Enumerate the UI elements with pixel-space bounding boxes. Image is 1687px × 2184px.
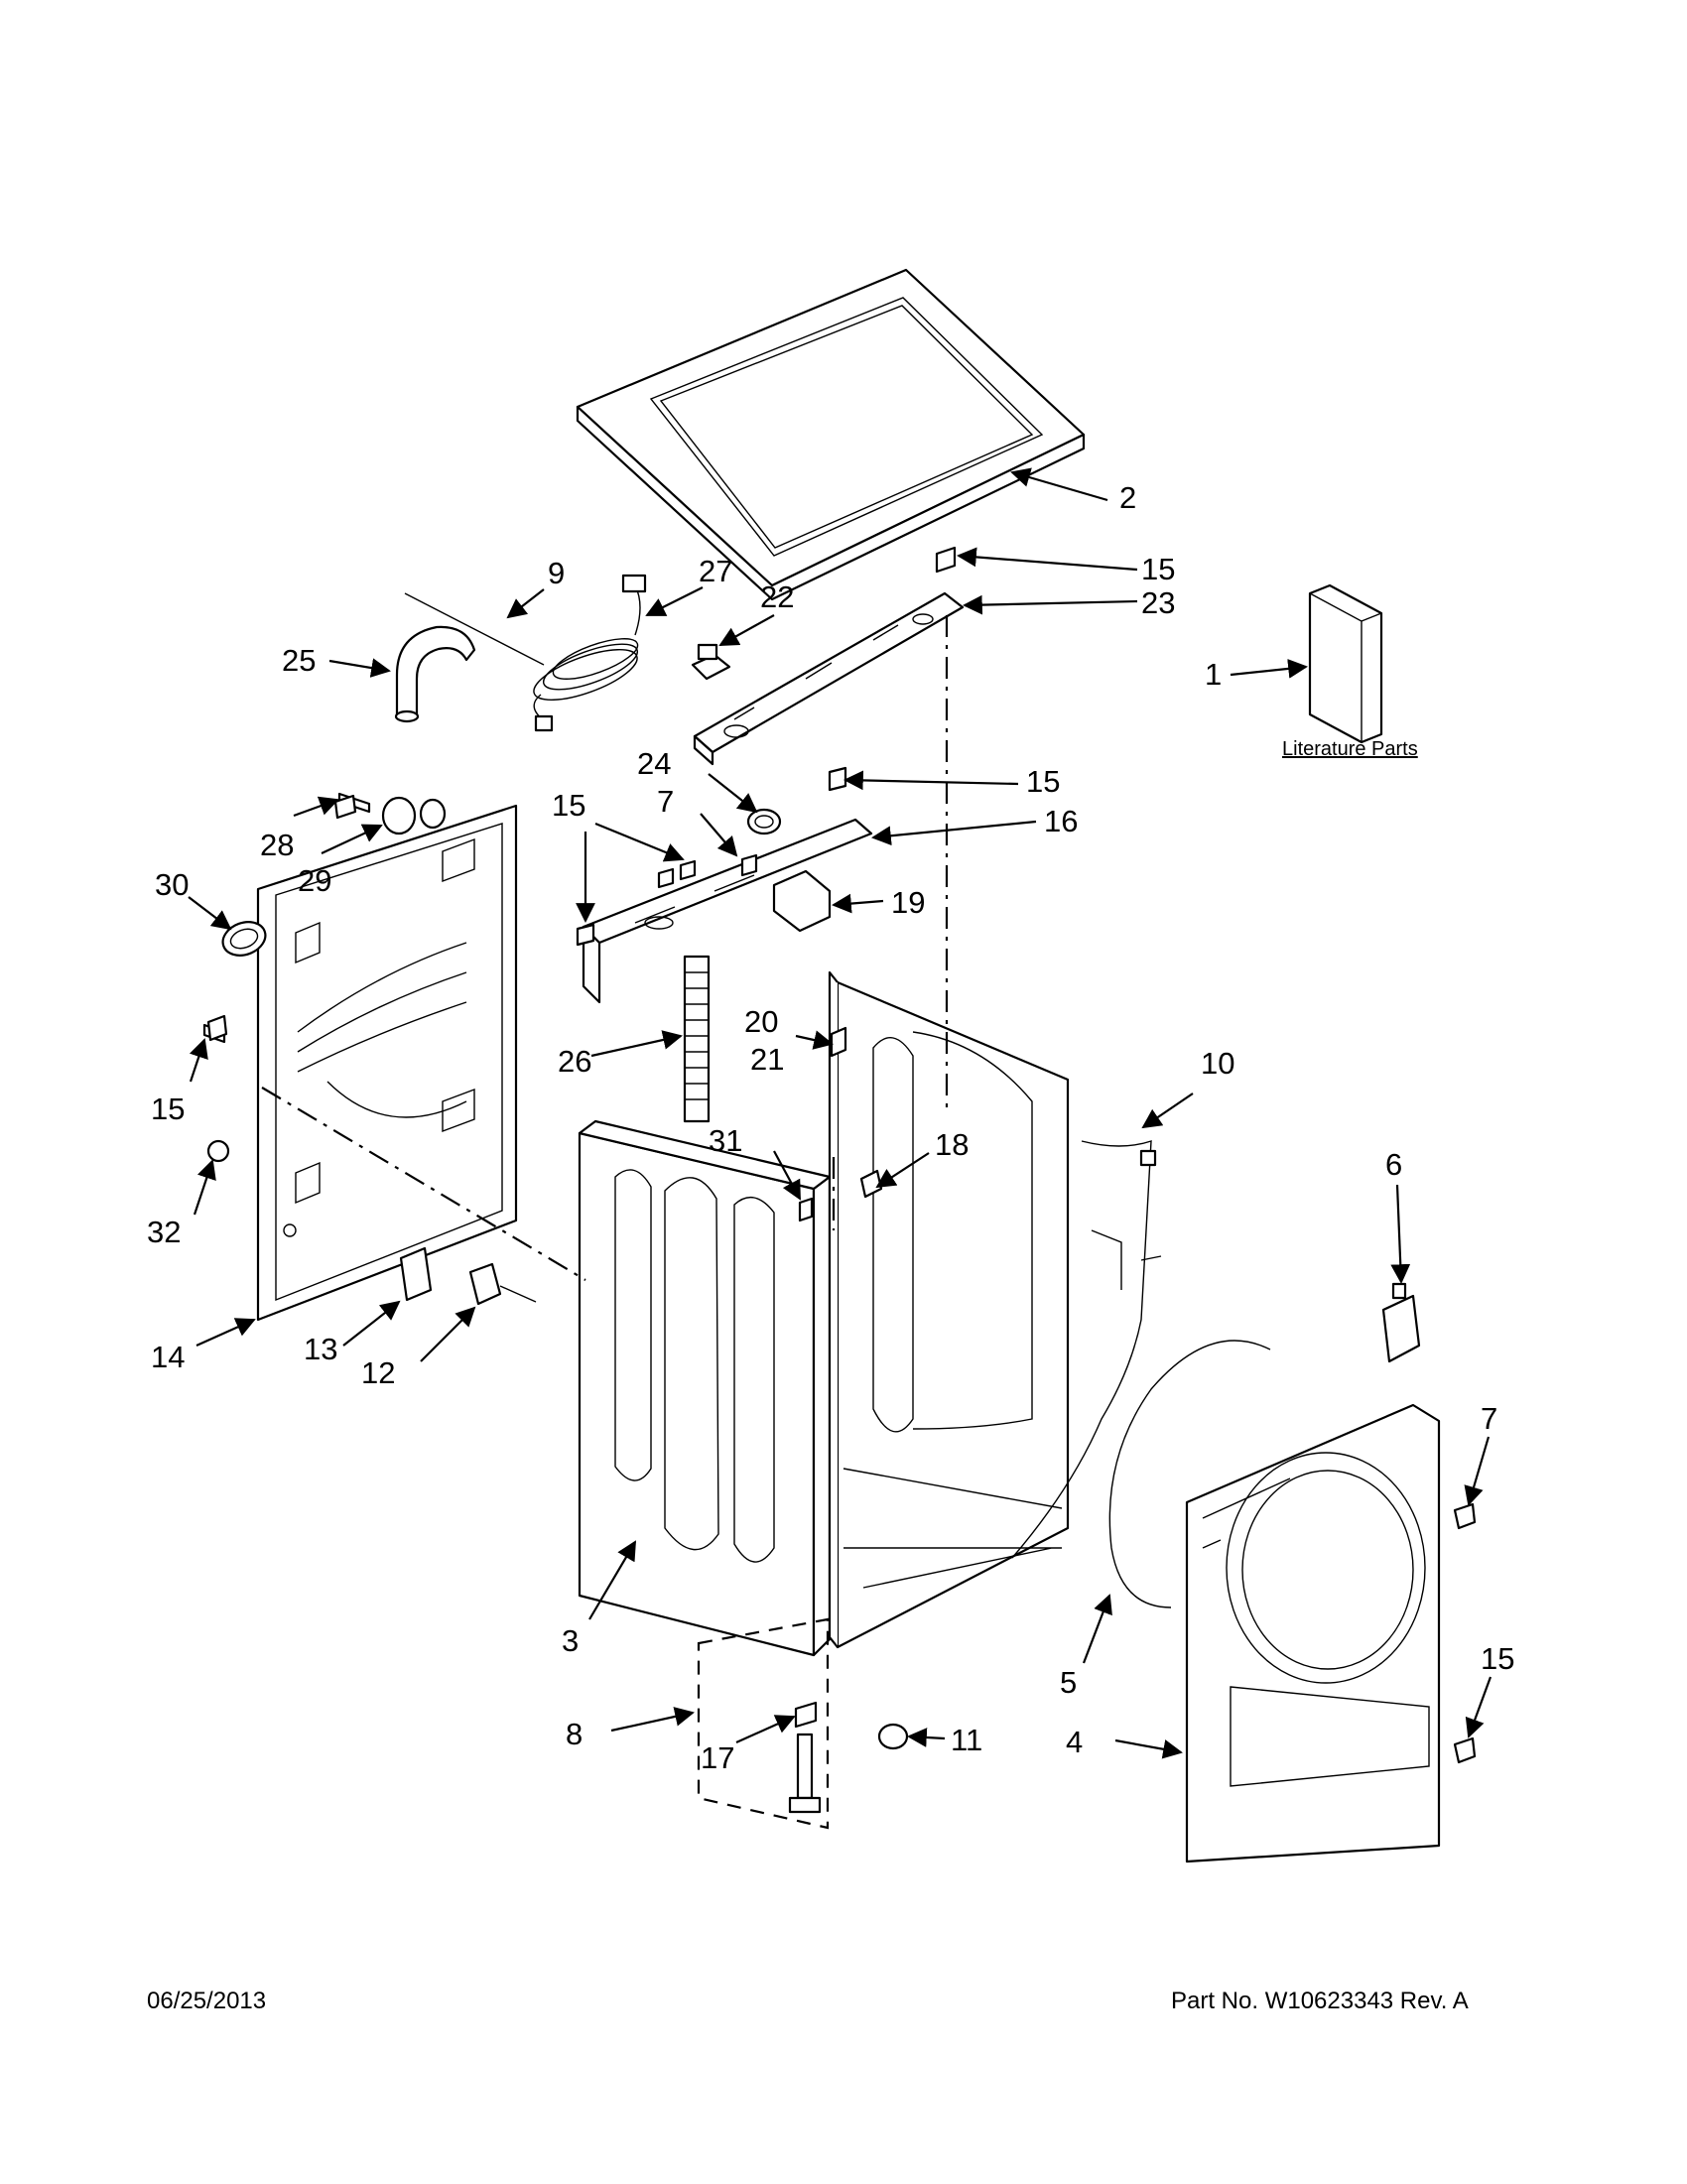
callout-20: 20 [744, 1004, 778, 1039]
callout-5: 5 [1060, 1665, 1077, 1700]
callout-32: 32 [147, 1215, 181, 1249]
callout-9: 9 [548, 556, 565, 590]
callout-17: 17 [701, 1740, 734, 1775]
callout-15c: 15 [552, 788, 585, 823]
strap-9 [404, 592, 545, 666]
callout-15: 15 [1141, 552, 1175, 586]
callout-27: 27 [699, 554, 732, 588]
wire-harness [1011, 1140, 1162, 1559]
top-panel [576, 268, 1086, 601]
callout-19: 19 [891, 885, 925, 920]
clip-22 [691, 643, 731, 681]
hose-elbow [394, 625, 476, 723]
callout-labels: 2 15 23 9 27 22 25 1 24 15 7 16 15 19 28… [147, 480, 1514, 1775]
callout-21: 21 [750, 1042, 784, 1077]
footer-date: 06/25/2013 [147, 1988, 267, 2014]
callout-29: 29 [298, 863, 331, 898]
literature-booklet [1308, 583, 1383, 744]
callout-14: 14 [151, 1340, 185, 1374]
top-brace [693, 591, 965, 766]
callout-15d: 15 [151, 1092, 185, 1126]
fill-hose [683, 955, 711, 1123]
callout-8: 8 [566, 1717, 583, 1751]
leader-lines [188, 467, 1492, 1759]
front-panel [1185, 1403, 1441, 1863]
callout-1: 1 [1205, 657, 1222, 692]
callout-15e: 15 [1481, 1641, 1514, 1676]
callout-31: 31 [709, 1123, 742, 1158]
callout-24: 24 [637, 746, 671, 781]
switch-19 [772, 869, 832, 933]
callout-7b: 7 [1481, 1401, 1497, 1436]
leveling-leg-group [697, 1617, 909, 1830]
callout-28: 28 [260, 828, 294, 862]
callout-30: 30 [155, 867, 189, 902]
callout-26: 26 [558, 1044, 591, 1079]
alignment-lines [261, 615, 949, 1281]
callout-3: 3 [562, 1623, 579, 1658]
callout-12: 12 [361, 1355, 395, 1390]
drain-parts [399, 1246, 537, 1306]
side-panel [578, 1119, 832, 1657]
power-cord [533, 574, 647, 732]
callout-13: 13 [304, 1332, 337, 1366]
callout-6: 6 [1385, 1147, 1402, 1182]
callout-7: 7 [657, 784, 674, 819]
footer-part-number: Part No. W10623343 Rev. A [1171, 1988, 1469, 2014]
callout-11: 11 [951, 1723, 982, 1757]
callout-2: 2 [1119, 480, 1136, 515]
callout-16: 16 [1044, 804, 1078, 838]
rear-panel [256, 804, 518, 1322]
callout-25: 25 [282, 643, 316, 678]
cabinet-frame [828, 970, 1070, 1649]
door-seal-wire [1108, 1340, 1271, 1608]
hose-clamp-24 [746, 808, 782, 835]
callout-10: 10 [1201, 1046, 1234, 1081]
callout-4: 4 [1066, 1725, 1083, 1759]
callout-22: 22 [760, 579, 794, 614]
callout-18: 18 [935, 1127, 969, 1162]
callout-15b: 15 [1026, 764, 1060, 799]
callout-23: 23 [1141, 585, 1175, 620]
door-lock [1381, 1282, 1421, 1363]
literature-parts-label: Literature Parts [1282, 738, 1418, 760]
